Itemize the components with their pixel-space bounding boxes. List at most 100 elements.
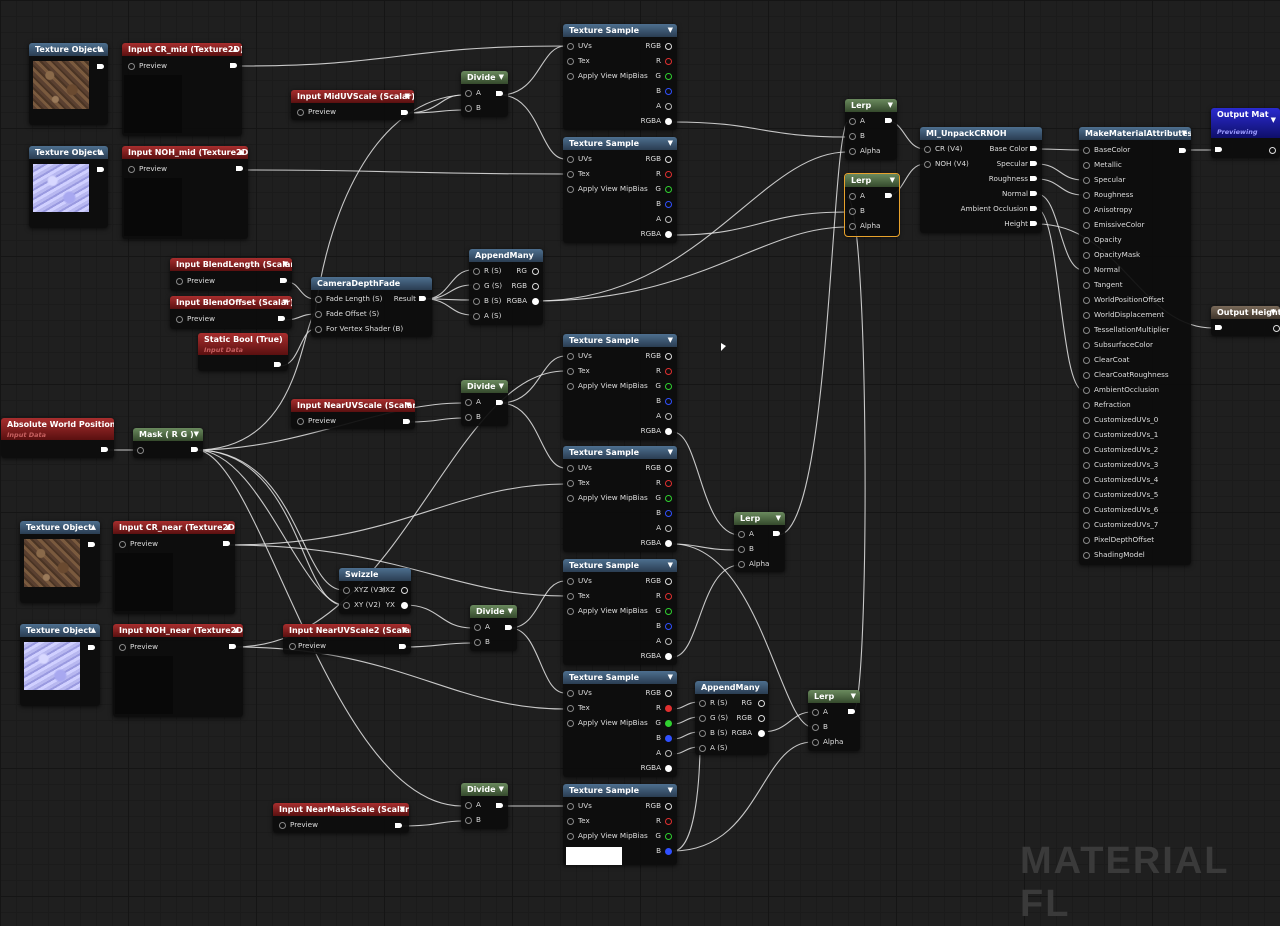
input-pin[interactable] [176, 278, 183, 285]
input-blend-length-node[interactable]: Input BlendLength (Scalar)▼ Preview [170, 258, 292, 291]
output-pin[interactable] [665, 465, 672, 472]
output-pin[interactable] [665, 156, 672, 163]
input-pin[interactable] [474, 624, 481, 631]
input-pin[interactable] [1083, 507, 1090, 514]
input-pin[interactable] [473, 283, 480, 290]
divide-node-4[interactable]: Divide▼ A B [461, 783, 508, 829]
input-pin[interactable] [1083, 357, 1090, 364]
input-pin[interactable] [1083, 492, 1090, 499]
input-pin[interactable] [1083, 147, 1090, 154]
output-pin[interactable] [665, 833, 672, 840]
output-pin[interactable] [665, 848, 672, 855]
output-pin[interactable] [665, 705, 672, 712]
input-cr-mid-node[interactable]: Input CR_mid (Texture2D)▲ Preview [122, 43, 242, 136]
input-pin[interactable] [849, 148, 856, 155]
collapse-chevron-icon[interactable]: ▼ [1270, 116, 1276, 124]
output-pin[interactable] [665, 510, 672, 517]
input-pin[interactable] [849, 133, 856, 140]
collapse-chevron-icon[interactable]: ▼ [498, 382, 504, 390]
input-pin[interactable] [1083, 462, 1090, 469]
collapse-chevron-icon[interactable]: ▼ [667, 26, 673, 34]
output-pin[interactable] [665, 231, 672, 238]
collapse-chevron-icon[interactable]: ▼ [1270, 308, 1276, 316]
input-pin[interactable] [567, 705, 574, 712]
input-pin[interactable] [567, 368, 574, 375]
texture-object-cr-near-node[interactable]: Texture Object▲ [20, 521, 100, 603]
input-pin[interactable] [738, 531, 745, 538]
output-pin[interactable] [665, 690, 672, 697]
input-pin[interactable] [567, 353, 574, 360]
output-pin[interactable] [665, 398, 672, 405]
input-pin[interactable] [1215, 325, 1222, 330]
collapse-chevron-icon[interactable]: ▼ [498, 73, 504, 81]
input-pin[interactable] [567, 156, 574, 163]
output-pin[interactable] [665, 818, 672, 825]
input-pin[interactable] [128, 166, 135, 173]
output-pin[interactable] [848, 709, 855, 714]
collapse-chevron-icon[interactable]: ▼ [667, 448, 673, 456]
lerp-node-3[interactable]: Lerp▼ A B Alpha [734, 512, 785, 572]
output-pin[interactable] [665, 623, 672, 630]
output-pin[interactable] [665, 118, 672, 125]
output-pin[interactable] [1273, 325, 1280, 332]
output-pin[interactable] [665, 216, 672, 223]
input-pin[interactable] [465, 802, 472, 809]
output-pin[interactable] [665, 383, 672, 390]
input-pin[interactable] [567, 43, 574, 50]
append-many-node-1[interactable]: AppendMany R (S) RG G (S) RGB B (S) RGBA… [469, 249, 543, 325]
input-pin[interactable] [738, 561, 745, 568]
input-pin[interactable] [1083, 342, 1090, 349]
output-pin[interactable] [665, 578, 672, 585]
output-pin[interactable] [399, 644, 406, 649]
output-pin[interactable] [665, 43, 672, 50]
input-pin[interactable] [1083, 552, 1090, 559]
input-pin[interactable] [1083, 252, 1090, 259]
output-pin[interactable] [665, 353, 672, 360]
input-pin[interactable] [1083, 177, 1090, 184]
input-pin[interactable] [849, 193, 856, 200]
input-pin[interactable] [812, 739, 819, 746]
output-pin[interactable] [419, 296, 426, 301]
input-pin[interactable] [567, 593, 574, 600]
input-pin[interactable] [567, 495, 574, 502]
input-near-uv-scale-node[interactable]: Input NearUVScale (Scalar)▼ Preview [291, 399, 415, 429]
input-pin[interactable] [128, 63, 135, 70]
output-pin[interactable] [665, 638, 672, 645]
output-pin[interactable] [97, 167, 104, 172]
input-noh-mid-node[interactable]: Input NOH_mid (Texture2D)▲ Preview [122, 146, 248, 239]
input-near-mask-scale-node[interactable]: Input NearMaskScale (Scalar)▼ Preview [273, 803, 409, 833]
input-pin[interactable] [465, 399, 472, 406]
output-pin[interactable] [665, 103, 672, 110]
input-pin[interactable] [315, 311, 322, 318]
output-pin[interactable] [665, 413, 672, 420]
output-pin[interactable] [758, 715, 765, 722]
input-pin[interactable] [567, 818, 574, 825]
input-pin[interactable] [1083, 372, 1090, 379]
collapse-chevron-icon[interactable]: ▼ [507, 607, 513, 615]
input-pin[interactable] [567, 690, 574, 697]
output-pin[interactable] [191, 447, 198, 452]
input-pin[interactable] [1215, 147, 1222, 152]
input-pin[interactable] [176, 316, 183, 323]
output-pin[interactable] [401, 587, 408, 594]
output-pin[interactable] [230, 63, 237, 68]
input-pin[interactable] [1083, 387, 1090, 394]
collapse-chevron-icon[interactable]: ▼ [282, 260, 288, 268]
input-pin[interactable] [924, 161, 931, 168]
output-pin[interactable] [97, 64, 104, 69]
input-pin[interactable] [1083, 282, 1090, 289]
collapse-chevron-icon[interactable]: ▲ [238, 148, 244, 156]
collapse-chevron-icon[interactable]: ▲ [90, 626, 96, 634]
input-pin[interactable] [924, 146, 931, 153]
collapse-chevron-icon[interactable]: ▼ [498, 785, 504, 793]
input-pin[interactable] [567, 465, 574, 472]
output-pin[interactable] [665, 58, 672, 65]
input-pin[interactable] [315, 296, 322, 303]
output-pin[interactable] [280, 278, 287, 283]
input-pin[interactable] [137, 447, 144, 454]
output-pin[interactable] [665, 750, 672, 757]
